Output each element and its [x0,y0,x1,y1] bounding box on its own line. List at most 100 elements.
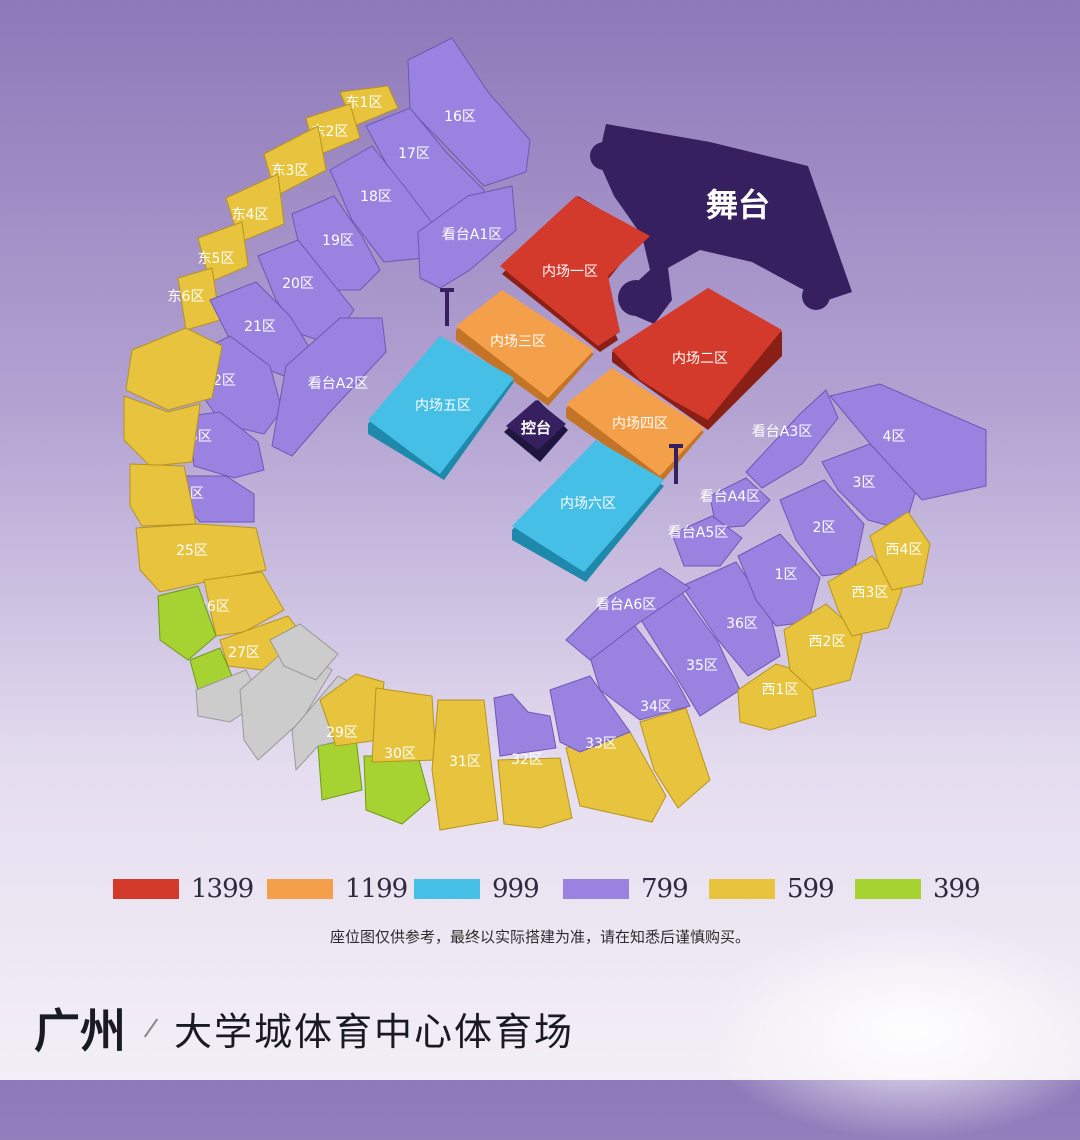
section-stand-a5[interactable]: 看台A5区 [668,515,743,567]
section-stand-a1[interactable]: 看台A1区 [417,185,517,289]
legend-item-1399[interactable]: 1399 [113,872,254,906]
legend-swatch [855,879,921,899]
legend-swatch [563,879,629,899]
section-33-label: 33区 [585,736,617,752]
floor-zone-3-label: 内场三区 [490,334,546,350]
section-east6-label: 东6区 [168,289,205,305]
section-34-outer[interactable] [639,707,711,809]
floor-zone-6-label: 内场六区 [560,496,616,512]
section-2-label: 2区 [813,520,836,536]
section-east6[interactable]: 东6区 [168,267,221,331]
section-20-label: 20区 [282,276,314,292]
section-east1-label: 东1区 [346,95,383,111]
floor-zone-2[interactable]: 内场二区 [612,288,782,430]
section-24-outer[interactable] [129,463,197,527]
section-west4[interactable]: 西4区 [869,511,931,591]
section-west1[interactable]: 西1区 [737,663,817,731]
legend-swatch [709,879,775,899]
section-32[interactable]: 32区 [493,693,557,768]
section-33-purple[interactable]: 33区 [549,675,631,753]
section-30-label: 30区 [384,746,416,762]
section-27[interactable]: 27区 [219,615,307,671]
section-25-label: 25区 [176,543,208,559]
section-23[interactable]: 23区 [180,411,265,479]
legend-item-399[interactable]: 399 [855,872,981,906]
section-east5[interactable]: 东5区 [197,221,249,283]
section-west2[interactable]: 西2区 [783,603,863,691]
section-30-green[interactable] [363,755,431,825]
section-east-group: 东1区 东2区 东3区 东4区 东5区 东6区 [168,85,399,331]
legend-item-799[interactable]: 799 [563,872,689,906]
section-stand-a3-label: 看台A3区 [752,424,812,440]
section-bottom-yellow: 29区 30区 31区 [319,673,711,831]
legend-item-599[interactable]: 599 [709,872,835,906]
section-23-outer[interactable] [123,395,201,467]
section-29-green[interactable] [317,737,363,801]
floor-zone-3[interactable]: 内场三区 [456,290,594,406]
venue-name: 大学城体育中心体育场 [174,1009,575,1054]
section-35-label: 35区 [686,658,718,674]
city-name: 广州 [34,1004,126,1058]
legend-price: 399 [933,874,981,904]
section-26-green[interactable] [157,585,217,661]
section-22-outer[interactable] [125,327,223,411]
section-stand-a2[interactable]: 看台A2区 [271,317,387,457]
section-east4-label: 东4区 [232,207,269,223]
section-16[interactable]: 16区 [407,37,531,187]
floor-zone-5[interactable]: 内场五区 [368,336,514,480]
floor-zone-4-label: 内场四区 [612,416,668,432]
camera-mast-icon [440,288,454,326]
control-booth-label: 控台 [521,419,551,437]
section-stand-a2-label: 看台A2区 [308,376,368,392]
section-18-label: 18区 [360,189,392,205]
price-legend: 1399 1199 999 799 599 399 [0,872,1080,906]
floor-zone-6[interactable]: 内场六区 [512,440,664,582]
section-stand-a3[interactable]: 看台A3区 [745,389,839,489]
section-stand-a4[interactable]: 看台A4区 [700,477,771,529]
section-1-label: 1区 [775,567,798,583]
stage[interactable]: 舞台 [590,124,852,324]
section-4[interactable]: 4区 [829,383,987,501]
legend-item-1199[interactable]: 1199 [267,872,408,906]
legend-price: 599 [787,874,835,904]
section-west3-label: 西3区 [852,585,889,601]
section-stand-a5-label: 看台A5区 [668,525,728,541]
section-19-label: 19区 [322,233,354,249]
stage-label: 舞台 [706,186,770,224]
legend-price: 799 [641,874,689,904]
section-17-label: 17区 [398,146,430,162]
section-stand-a6[interactable]: 看台A6区 [565,567,691,661]
disclaimer-note: 座位图仅供参考，最终以实际搭建为准，请在知悉后谨慎购买。 [329,928,750,946]
divider-slash [143,1018,159,1038]
section-stand-a4-label: 看台A4区 [700,489,760,505]
section-20[interactable]: 20区 [257,239,355,345]
section-3-label: 3区 [853,475,876,491]
section-west3[interactable]: 西3区 [827,555,903,637]
section-left-yellow: 25区 26区 27区 [123,327,307,671]
section-29-label: 29区 [326,725,358,741]
section-31-label: 31区 [449,754,481,770]
section-west2-label: 西2区 [809,634,846,650]
section-31[interactable]: 31区 [431,699,499,831]
legend-price: 999 [492,874,540,904]
camera-mast-icon [669,444,683,484]
section-34[interactable]: 34区 [585,621,691,721]
section-34-label: 34区 [640,699,672,715]
floor-zone-1[interactable]: 内场一区 [500,196,650,352]
floor-zone-4[interactable]: 内场四区 [566,368,704,484]
background-glow [700,920,1080,1140]
section-stand-a1-label: 看台A1区 [442,227,502,243]
legend-item-999[interactable]: 999 [414,872,540,906]
section-30[interactable]: 30区 [371,687,437,763]
section-36[interactable]: 36区 [681,561,781,677]
legend-swatch [414,879,480,899]
section-east1[interactable]: 东1区 [339,85,399,127]
seating-map: 舞台 内场一区 内场二区 内场三区 内场四区 内场五区 内场六区 控台 [123,37,987,831]
section-32-label: 32区 [511,752,543,768]
section-32-outer[interactable] [497,757,573,829]
section-west-yellow: 西1区 西2区 西3区 西4区 [737,511,931,731]
legend-swatch [113,879,179,899]
control-booth[interactable]: 控台 [504,400,568,462]
section-west1-label: 西1区 [762,682,799,698]
section-29[interactable]: 29区 [319,673,385,747]
